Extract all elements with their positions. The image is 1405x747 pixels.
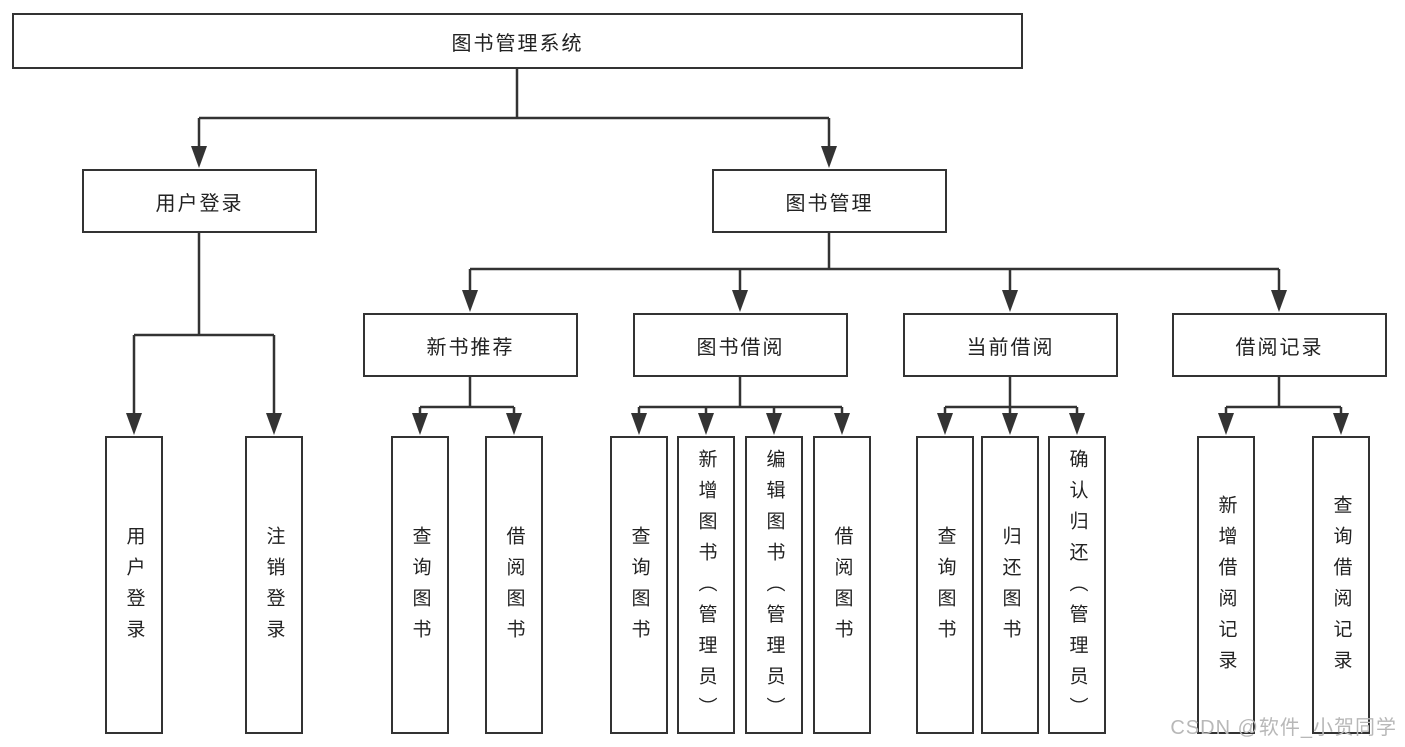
leaf-borrow-edit-book-admin: 编辑图书（管理员） — [745, 436, 803, 734]
leaf-logout: 注销登录 — [245, 436, 303, 734]
leaf-current-confirm-return-admin: 确认归还（管理员） — [1048, 436, 1106, 734]
tree-edges — [132, 69, 1343, 416]
leaf-current-query-book: 查询图书 — [916, 436, 974, 734]
node-current-borrow: 当前借阅 — [903, 313, 1118, 377]
leaf-borrow-query-book: 查询图书 — [610, 436, 668, 734]
leaf-recommend-query-book: 查询图书 — [391, 436, 449, 734]
node-user-login: 用户登录 — [82, 169, 317, 233]
leaf-record-add-borrow-record: 新增借阅记录 — [1197, 436, 1255, 734]
leaf-recommend-borrow-book: 借阅图书 — [485, 436, 543, 734]
leaf-borrow-borrow-book: 借阅图书 — [813, 436, 871, 734]
node-book-borrow: 图书借阅 — [633, 313, 848, 377]
leaf-user-login: 用户登录 — [105, 436, 163, 734]
leaf-borrow-add-book-admin: 新增图书（管理员） — [677, 436, 735, 734]
node-root: 图书管理系统 — [12, 13, 1023, 69]
node-new-book-recommend: 新书推荐 — [363, 313, 578, 377]
csdn-watermark: CSDN @软件_小贺同学 — [1170, 717, 1397, 739]
leaf-current-return-book: 归还图书 — [981, 436, 1039, 734]
node-book-management: 图书管理 — [712, 169, 947, 233]
node-borrow-record: 借阅记录 — [1172, 313, 1387, 377]
leaf-record-query-borrow-record: 查询借阅记录 — [1312, 436, 1370, 734]
arrowhead-icons — [126, 146, 1349, 435]
